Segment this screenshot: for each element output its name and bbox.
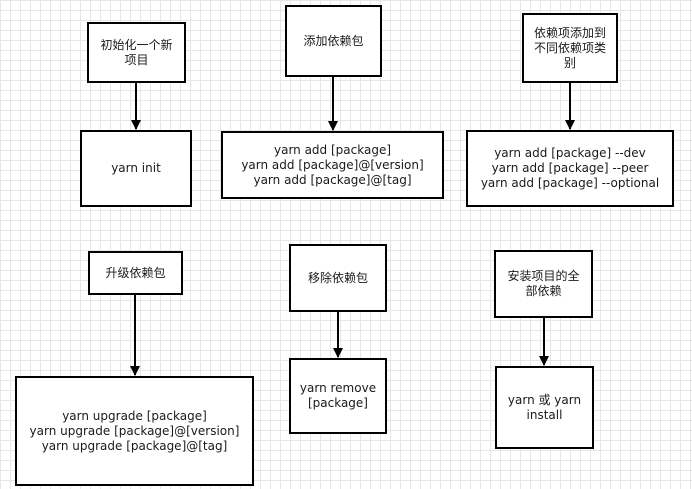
upgrade-command-box: yarn upgrade [package] yarn upgrade [pac… (15, 376, 254, 486)
add-label-box: 添加依赖包 (285, 5, 382, 77)
init-label-box: 初始化一个新 项目 (87, 22, 186, 83)
category-label-box: 依赖项添加到 不同依赖项类 别 (522, 13, 618, 83)
install-label-box: 安装项目的全 部依赖 (494, 250, 593, 318)
init-command-box: yarn init (80, 130, 192, 207)
add-command-box: yarn add [package] yarn add [package]@[v… (221, 131, 444, 199)
category-command-box: yarn add [package] --dev yarn add [packa… (466, 130, 674, 207)
upgrade-label-box: 升级依赖包 (88, 251, 183, 295)
remove-label-box: 移除依赖包 (289, 244, 387, 312)
install-command-box: yarn 或 yarn install (495, 366, 594, 449)
remove-command-box: yarn remove [package] (289, 358, 387, 434)
